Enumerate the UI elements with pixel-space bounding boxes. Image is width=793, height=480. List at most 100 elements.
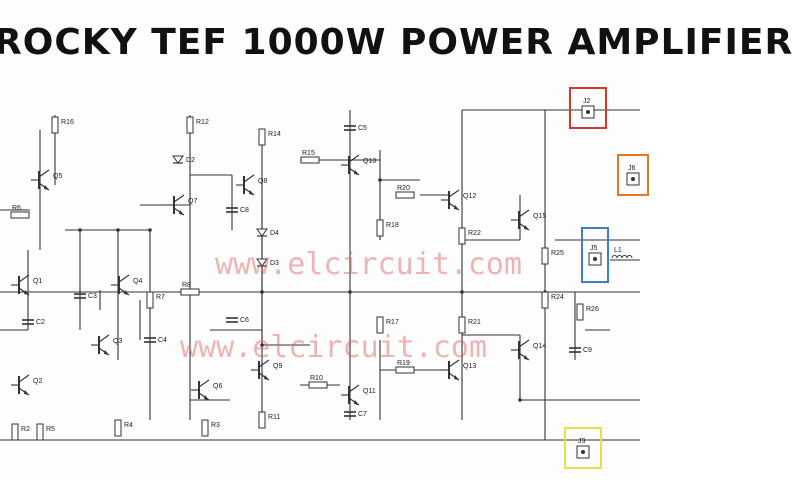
resistor-label-r18: R18 <box>386 222 399 229</box>
resistor-r16: R16 <box>51 116 74 134</box>
resistor-r17: R17 <box>376 316 399 334</box>
resistor-label-r12: R12 <box>196 119 209 126</box>
transistor-q7: Q7 <box>166 194 197 216</box>
resistor-r7: R7 <box>146 291 165 309</box>
transistor-label-q14: Q14 <box>533 343 546 350</box>
resistor-label-r25: R25 <box>551 250 564 257</box>
transistor-label-q9: Q9 <box>273 363 282 370</box>
connector-j5: J5 <box>581 227 609 283</box>
transistor-label-q1: Q1 <box>33 278 42 285</box>
resistor-r24: R24 <box>541 291 564 309</box>
resistor-label-r7: R7 <box>156 294 165 301</box>
resistor-label-r2: R2 <box>21 426 30 433</box>
connector-label-j2: J2 <box>583 98 591 105</box>
resistor-label-r11: R11 <box>268 414 280 421</box>
capacitor-c4: C4 <box>144 337 167 344</box>
capacitor-label-c3: C3 <box>88 293 97 300</box>
resistor-r22: R22 <box>458 227 481 245</box>
resistor-label-r16: R16 <box>61 119 74 126</box>
watermark-top: www.elcircuit.com <box>215 247 523 282</box>
transistor-label-q2: Q2 <box>33 378 42 385</box>
resistor-label-r14: R14 <box>268 131 281 138</box>
transistor-label-q15: Q15 <box>533 213 546 220</box>
resistor-r10: R10 <box>308 375 328 389</box>
capacitor-label-c7: C7 <box>358 411 367 418</box>
diode-label-d4: D4 <box>270 230 279 237</box>
resistor-label-r24: R24 <box>551 294 564 301</box>
resistor-label-r10: R10 <box>310 375 323 382</box>
transistor-q10: Q10 <box>341 154 376 176</box>
resistor-label-r22: R22 <box>468 230 481 237</box>
transistor-label-q7: Q7 <box>188 198 197 205</box>
connector-label-j3: J3 <box>578 438 586 445</box>
connector-j2: J2 <box>569 87 607 129</box>
resistor-label-r21: R21 <box>468 319 481 326</box>
resistor-r11: R11 <box>258 411 280 429</box>
resistor-label-r17: R17 <box>386 319 399 326</box>
transistor-label-q8: Q8 <box>258 178 267 185</box>
capacitor-label-c6: C6 <box>240 317 249 324</box>
resistor-label-r20: R20 <box>397 185 410 192</box>
transistor-label-q4: Q4 <box>133 278 142 285</box>
connector-label-j6: J6 <box>628 165 636 172</box>
transistor-label-q6: Q6 <box>213 383 222 390</box>
resistor-label-r19: R19 <box>397 360 410 367</box>
transistor-q6: Q6 <box>191 379 222 401</box>
inductor-label: L1 <box>614 247 622 254</box>
resistor-r19: R19 <box>395 360 415 374</box>
transistor-label-q11: Q11 <box>363 388 376 395</box>
resistor-label-r5: R5 <box>46 426 55 433</box>
capacitor-label-c8: C8 <box>240 207 249 214</box>
inductor-l1: L1 <box>611 247 633 259</box>
transistor-q15: Q15 <box>511 209 546 231</box>
resistor-r3: R3 <box>201 419 220 437</box>
transistor-q13: Q13 <box>441 359 476 381</box>
resistor-r18: R18 <box>376 219 399 237</box>
watermark-bottom: www.elcircuit.com <box>180 330 488 365</box>
diode-label-d2: D2 <box>186 157 195 164</box>
diagram-title: ROCKY TEF 1000W POWER AMPLIFIER <box>0 22 793 63</box>
capacitor-c6: C6 <box>226 317 249 324</box>
capacitor-c7: C7 <box>344 411 367 418</box>
transistor-q1: Q1 <box>11 274 42 296</box>
capacitor-c8: C8 <box>226 207 249 214</box>
transistor-q14: Q14 <box>511 339 546 361</box>
transistor-q8: Q8 <box>236 174 267 196</box>
connector-j6: J6 <box>617 154 649 196</box>
resistor-r6: R6 <box>10 205 30 219</box>
capacitor-c2: C2 <box>22 319 45 326</box>
resistor-r20: R20 <box>395 185 415 199</box>
transistor-label-q13: Q13 <box>463 363 476 370</box>
capacitor-c9: C9 <box>569 347 592 354</box>
resistor-label-r4: R4 <box>124 422 133 429</box>
resistor-label-r26: R26 <box>586 306 599 313</box>
capacitor-c5: C5 <box>344 125 367 132</box>
capacitor-label-c2: C2 <box>36 319 45 326</box>
capacitor-label-c9: C9 <box>583 347 592 354</box>
resistor-r25: R25 <box>541 247 564 265</box>
transistor-q12: Q12 <box>441 189 476 211</box>
resistor-r26: R26 <box>576 303 599 321</box>
resistor-r14: R14 <box>258 128 281 146</box>
wires <box>0 109 640 441</box>
transistor-label-q10: Q10 <box>363 158 376 165</box>
transistor-label-q5: Q5 <box>53 173 62 180</box>
resistor-label-r6: R6 <box>12 205 21 212</box>
connector-j3: J3 <box>564 427 602 469</box>
transistor-q4: Q4 <box>111 274 142 296</box>
resistor-label-r15: R15 <box>302 150 315 157</box>
diode-d3: D3 <box>256 258 279 267</box>
diode-d4: D4 <box>256 228 279 237</box>
diode-label-d3: D3 <box>270 260 279 267</box>
transistor-label-q12: Q12 <box>463 193 476 200</box>
transistor-q11: Q11 <box>341 384 376 406</box>
resistor-r4: R4 <box>114 419 133 437</box>
capacitor-label-c4: C4 <box>158 337 167 344</box>
capacitor-c3: C3 <box>74 293 97 300</box>
transistor-q5: Q5 <box>31 169 62 191</box>
resistor-r8: R8 <box>180 282 200 296</box>
